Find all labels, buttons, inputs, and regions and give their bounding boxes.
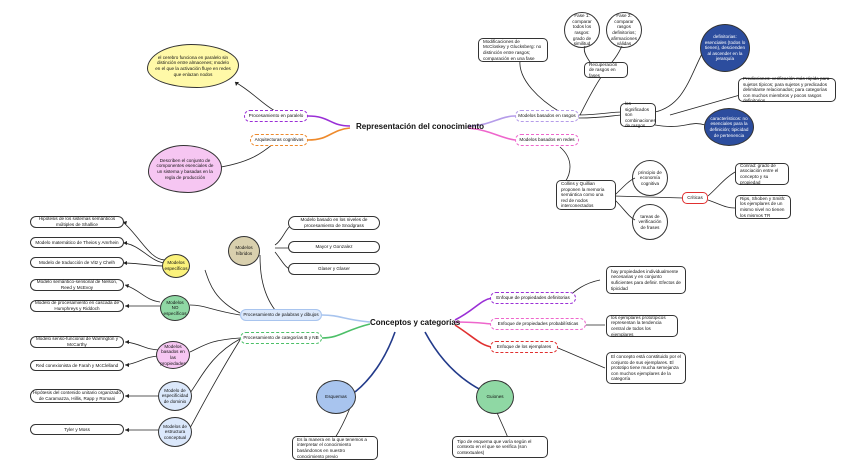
node-warrington-mccarthy[interactable]: Modelo senso-funcional de Warrington y M…	[30, 336, 124, 348]
node-enfoque-definitorias[interactable]: Enfoque de propiedades definitorias	[490, 292, 576, 304]
node-conceptos-categorias[interactable]: Conceptos y categorías	[370, 318, 461, 327]
node-enfoque-probabilisticas[interactable]: Enfoque de propiedades probabilísticas	[490, 318, 586, 330]
node-glaser-glaser[interactable]: Glaser y Glaser	[288, 263, 380, 275]
node-guiones[interactable]: Guiones	[476, 380, 514, 414]
node-desc-probabilisticas[interactable]: los ejemplares prototípicos representan …	[606, 315, 678, 337]
node-criticas[interactable]: Críticas	[682, 192, 708, 204]
node-modelos-especificos[interactable]: Modelos específicos	[162, 254, 190, 278]
node-modelos-hibridos[interactable]: Modelos híbridos	[228, 236, 260, 266]
node-snodgrass[interactable]: Modelo basado en los niveles de procesam…	[288, 216, 380, 230]
cloud-arquitecturas-desc: Describen el conjunto de componentes ese…	[148, 145, 222, 193]
node-fase2[interactable]: Fase 2: comparar rasgos definitorios; af…	[606, 12, 642, 48]
node-caramazza[interactable]: Hipótesis del contenido unitario organiz…	[30, 389, 124, 403]
node-modelos-redes[interactable]: Modelos basados en redes	[515, 134, 579, 146]
node-caracteristicos[interactable]: característicos: no esenciales para la d…	[704, 108, 754, 146]
node-representacion-conocimiento[interactable]: Representación del conocimiento	[356, 122, 485, 131]
node-rips-shoben-smith[interactable]: Rips, Shoben y Smith: los ejemplares de …	[735, 195, 791, 219]
node-guiones-definicion[interactable]: Tipo de esquema que varía según el conte…	[452, 436, 548, 458]
node-predicciones[interactable]: Predicciones: verificación más rápida pa…	[738, 76, 836, 103]
node-esquemas-definicion[interactable]: Es la manera en la que tenemos a interpr…	[292, 436, 378, 460]
node-arquitecturas-cognitivas[interactable]: Arquitecturas cognitivas	[250, 134, 308, 146]
node-shallice[interactable]: Hipótesis de los sistemas semánticos múl…	[30, 216, 124, 228]
node-significados[interactable]: los significados son combinaciones de ra…	[620, 101, 656, 128]
node-modelo-especificidad-dominio[interactable]: Modelo de especificidad de dominio	[158, 381, 192, 411]
node-vitz-chelh[interactable]: Modelo de traducción de Vitz y Chelh	[30, 257, 124, 268]
node-farah-mcclelland[interactable]: Red conexionista de Farah y McClelland	[30, 360, 124, 371]
node-procesamiento-paralelo[interactable]: Procesamiento en paralelo	[244, 110, 308, 122]
node-esquemas[interactable]: Esquemas	[316, 380, 356, 414]
node-recuperacion-fases[interactable]: Recuperación de rasgos en fases	[584, 62, 628, 78]
node-theios-amrhein[interactable]: Modelo matemático de Theios y Amrhein	[30, 237, 124, 248]
node-enfoque-ejemplares[interactable]: Enfoque de los ejemplares	[490, 341, 558, 353]
node-desc-definitorias[interactable]: hay propiedades individualmente necesari…	[606, 266, 686, 294]
node-tyler-moss[interactable]: Tyler y Moss	[30, 424, 124, 435]
node-procesamiento-palabras-dibujos[interactable]: Procesamiento de palabras y dibujos	[240, 309, 322, 321]
cloud-paralelo-desc: el cerebro funciona en paralelo sin dist…	[147, 44, 239, 88]
node-modelos-no-especificos[interactable]: Modelos NO específicos	[160, 295, 190, 321]
node-verificacion-frases[interactable]: tareas de verificación de frases	[632, 204, 668, 240]
node-fase1[interactable]: Fase 1: comparar todos los rasgos: grado…	[564, 12, 600, 48]
node-desc-ejemplares[interactable]: El concepto está constituido por el conj…	[606, 352, 686, 384]
node-modelos-rasgos[interactable]: Modelos basados en rasgos	[515, 110, 579, 122]
node-mayor-gonzalez[interactable]: Mayor y Gonzalez	[288, 241, 380, 253]
node-humphreys-riddoch[interactable]: Modelo de procesamiento en cascada de Hu…	[30, 300, 124, 312]
node-modelos-propiedades[interactable]: Modelos basados en las propiedades	[156, 341, 190, 369]
node-collins-quillian[interactable]: Collins y Quillian proponen la memoria s…	[556, 180, 616, 210]
node-economia-cognitiva[interactable]: principio de economía cognitiva	[632, 160, 668, 196]
node-mccloskey[interactable]: Modificaciones de McCloskey y Glucksberg…	[478, 38, 548, 62]
node-procesamiento-categorias-byn[interactable]: Procesamiento de categorías B y NB	[240, 332, 322, 344]
node-conrad[interactable]: Conrad: grado de asociación entre el con…	[735, 163, 789, 185]
node-nelson-reed-mcevoy[interactable]: Modelo semántico-sensorial de Nelson, Re…	[30, 279, 124, 291]
node-definitorias[interactable]: definitorias: esenciales (todos lo tiene…	[700, 24, 750, 72]
node-modelos-estructura-conceptual[interactable]: Modelos de estructura conceptual	[158, 417, 192, 447]
